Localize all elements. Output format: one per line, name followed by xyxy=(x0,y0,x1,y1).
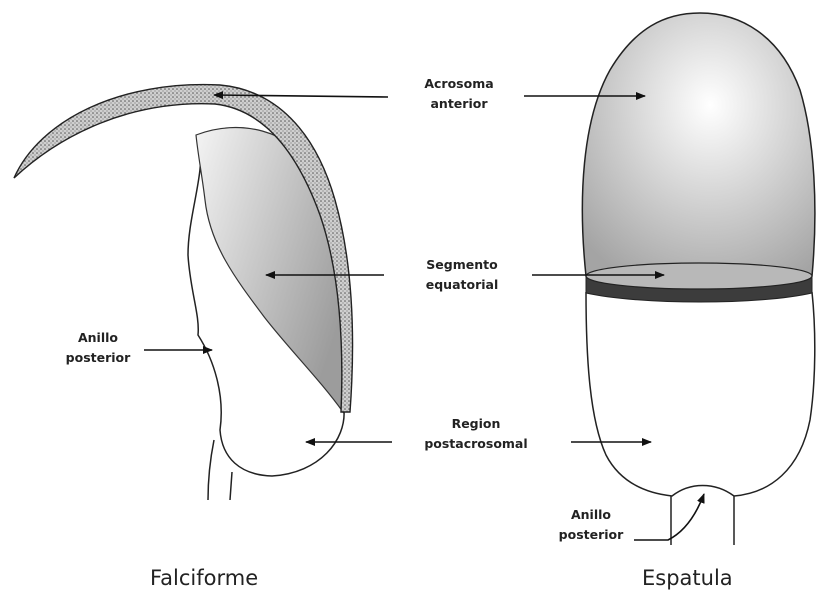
label-anillo-left-line1: Anillo xyxy=(52,328,144,348)
label-region-line2: postacrosomal xyxy=(392,434,560,454)
label-acrosoma: Acrosoma anterior xyxy=(404,74,514,114)
espatula-head xyxy=(582,13,815,545)
label-anillo-right: Anillo posterior xyxy=(546,505,636,545)
caption-falciforme: Falciforme xyxy=(150,566,258,590)
label-segmento-line2: equatorial xyxy=(402,275,522,295)
falciforme-head xyxy=(14,85,353,500)
label-segmento-line1: Segmento xyxy=(402,255,522,275)
label-anillo-left: Anillo posterior xyxy=(52,328,144,368)
label-anillo-left-line2: posterior xyxy=(52,348,144,368)
label-region-line1: Region xyxy=(392,414,560,434)
espatula-equatorial-ellipse xyxy=(586,263,812,289)
label-anillo-right-line1: Anillo xyxy=(546,505,636,525)
caption-espatula: Espatula xyxy=(642,566,733,590)
arrow-anillo-right xyxy=(634,494,704,540)
label-acrosoma-line2: anterior xyxy=(404,94,514,114)
label-segmento: Segmento equatorial xyxy=(402,255,522,295)
espatula-neck xyxy=(671,496,734,545)
espatula-acrosome xyxy=(582,13,815,276)
label-region: Region postacrosomal xyxy=(392,414,560,454)
label-anillo-right-line2: posterior xyxy=(546,525,636,545)
espatula-postacrosomal xyxy=(586,292,815,496)
label-acrosoma-line1: Acrosoma xyxy=(404,74,514,94)
